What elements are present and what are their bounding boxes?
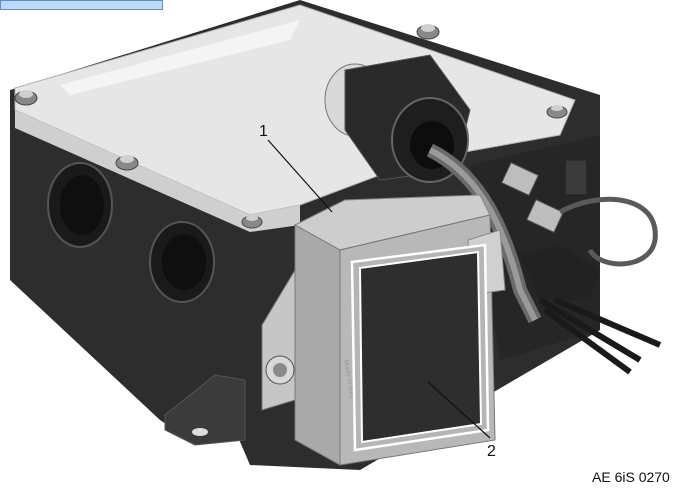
label-plate [350, 243, 490, 452]
mounting-bolts [14, 24, 568, 229]
cable-gland [324, 54, 542, 324]
figure-code: AE 6iS 0270 [592, 469, 670, 485]
callout-leaders [267, 139, 491, 439]
right-fittings [501, 159, 662, 375]
callout-label-2: 2 [487, 443, 496, 460]
callout-line-2 [427, 381, 491, 439]
side-connectors [47, 162, 215, 303]
header-bar [0, 0, 163, 10]
callout-line-1 [267, 139, 333, 213]
callout-label-1: 1 [259, 123, 268, 140]
